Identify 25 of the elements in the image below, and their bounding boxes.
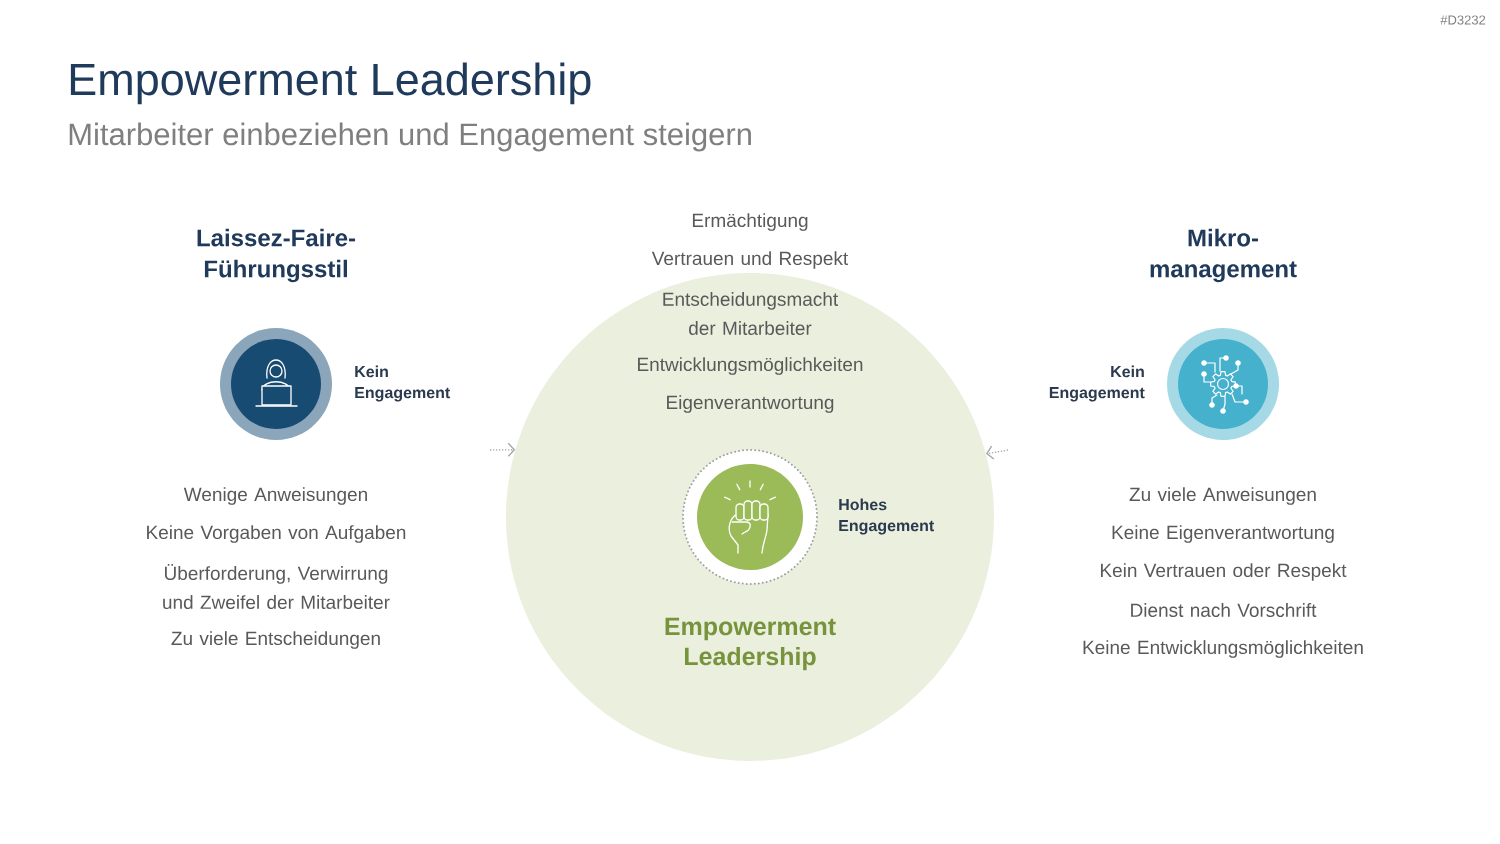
list-item: Zu viele Entscheidungen: [171, 631, 380, 649]
list-item: Dienst nach Vorschrift: [1131, 603, 1317, 617]
list-item: Ermächtigung: [692, 213, 808, 231]
list-item: Entscheidungsmacht der Mitarbeiter: [663, 292, 839, 335]
dotted-arrow: [985, 445, 1009, 460]
list-item: Keine Entwicklungsmöglichkeiten: [1083, 640, 1363, 658]
list-item: Vertrauen und Respekt: [651, 251, 849, 269]
dotted-arrow: [489, 442, 516, 457]
engagement-label: Hohes Engagement: [839, 498, 934, 535]
list-item: Keine Eigenverantwortung: [1112, 525, 1334, 543]
subtitle: Mitarbeiter einbeziehen und Engagement steigern: [69, 122, 751, 152]
icon-circle: [1167, 328, 1279, 440]
title: Empowerment Leadership: [70, 62, 591, 105]
engagement-label: Kein Engagement: [355, 365, 450, 402]
dotted-icon-circle: [682, 449, 818, 585]
list-item: Kein Vertrauen oder Respekt: [1101, 563, 1347, 581]
list-item: Eigenverantwortung: [667, 395, 834, 413]
column-heading: Laissez-Faire- Führungsstil: [197, 228, 356, 283]
icon-circle: [220, 328, 332, 440]
list-item: Überforderung, Verwirrung und Zweifel der Mitarbeiter: [163, 563, 390, 610]
list-item: Keine Vorgaben von Aufgaben: [147, 525, 406, 543]
circle-title: Empowerment Leadership: [665, 617, 836, 671]
slide-code: #D3232: [1440, 15, 1486, 25]
column-heading: Mikro- management: [1150, 228, 1297, 283]
engagement-label: Kein Engagement: [1049, 365, 1145, 402]
